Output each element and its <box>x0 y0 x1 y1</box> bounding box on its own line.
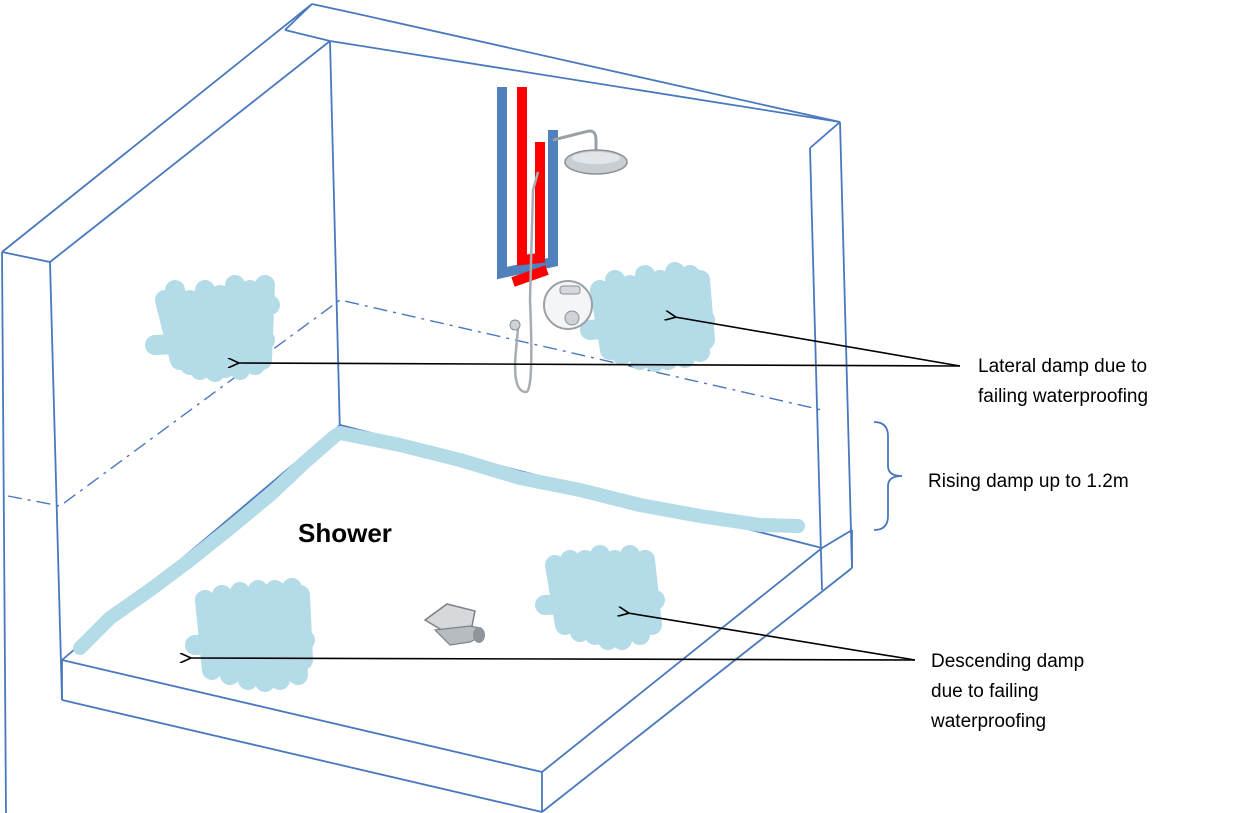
room-walls <box>1 3 853 813</box>
annotation-arrows <box>190 317 961 661</box>
rising-damp-band-back <box>333 426 805 533</box>
rising-damp-bracket <box>873 421 903 531</box>
damp-patch-floor-right <box>535 545 665 650</box>
floor-drain <box>423 603 485 646</box>
damp-patch-upper-left <box>145 275 280 382</box>
lateral-arrow-left <box>238 363 961 366</box>
left-wall-top-edge <box>1 40 331 263</box>
back-wall-top-edge <box>284 29 841 123</box>
back-right-wall-outer <box>839 121 853 569</box>
back-wall-top-edge-outer <box>311 3 359 15</box>
left-wall-front-inner <box>49 261 63 701</box>
lateral-arrow-right <box>675 317 961 367</box>
hand-shower <box>509 171 540 394</box>
hand-shower-hose <box>513 171 540 394</box>
back-left-corner <box>329 40 341 436</box>
damp-patch-upper-right <box>580 262 715 372</box>
rising-damp-label: Rising damp up to 1.2m <box>928 471 1129 492</box>
descending-arrow-left <box>190 658 916 660</box>
shower-arm <box>552 129 598 152</box>
damp-patches <box>73 262 805 692</box>
descending-damp-label-line3: waterproofing <box>931 711 1047 732</box>
left-wall-front-outer <box>1 251 7 813</box>
descending-damp-label-line1: Descending damp <box>931 651 1085 672</box>
lateral-damp-label-line2: failing waterproofing <box>978 386 1149 407</box>
shower-label: Shower <box>298 518 392 548</box>
back-right-wall-inner <box>809 147 823 591</box>
damp-level-lines <box>7 299 823 507</box>
rising-damp-band-left <box>73 429 342 655</box>
rain-shower-head <box>552 129 628 175</box>
shower-pipes <box>497 87 558 287</box>
mixer-valve <box>543 280 593 330</box>
descending-arrow-right <box>628 613 916 661</box>
damp-patch-floor-left <box>185 578 315 692</box>
lateral-damp-label-line1: Lateral damp due to <box>978 356 1148 377</box>
descending-damp-label-line2: due to failing <box>931 681 1039 702</box>
cold-water-pipe <box>497 87 558 280</box>
